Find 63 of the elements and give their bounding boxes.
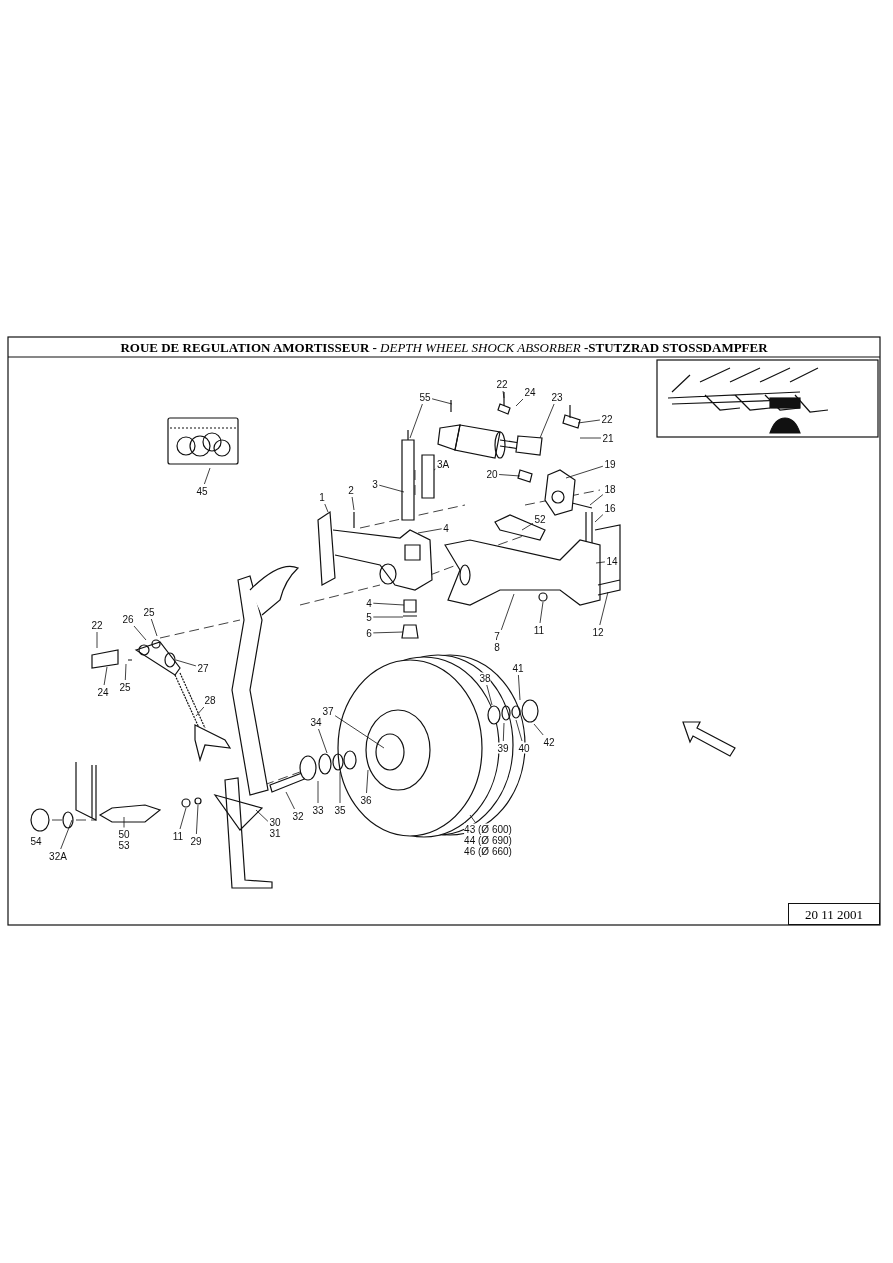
leader-line xyxy=(515,398,524,407)
callout-number: 30 xyxy=(269,817,281,828)
leader-line xyxy=(318,728,328,754)
leader-line xyxy=(498,474,521,477)
diagram-title: ROUE DE REGULATION AMORTISSEUR - DEPTH WHEEL SHOCK ABSORBER -STUTZRAD STOSSDAMPFER xyxy=(119,339,769,357)
leader-line xyxy=(515,719,523,742)
leader-line xyxy=(372,602,405,606)
leader-line xyxy=(195,706,205,717)
callout-number: 22 xyxy=(496,378,508,390)
callout-number: 43 (Ø 600) xyxy=(464,823,512,835)
leader-line xyxy=(372,631,404,634)
leader-line xyxy=(372,616,404,618)
callout-number: 46 (Ø 660) xyxy=(464,845,512,857)
leader-line xyxy=(502,722,505,742)
leader-line xyxy=(175,659,197,667)
leader-line xyxy=(204,467,211,485)
leader-line xyxy=(317,780,319,804)
leader-line xyxy=(417,528,443,534)
leader-line xyxy=(599,591,609,626)
leader-line xyxy=(339,771,341,804)
leader-line xyxy=(179,807,187,830)
leader-line xyxy=(469,814,476,823)
leader-line xyxy=(255,809,269,822)
leader-line xyxy=(433,468,436,471)
leader-line xyxy=(124,663,127,681)
callout-number: 24 xyxy=(524,386,536,398)
leader-line xyxy=(500,593,515,631)
leader-line xyxy=(285,791,295,810)
leader-line xyxy=(60,819,73,850)
leader-line xyxy=(103,666,108,686)
callout-number: 50 xyxy=(118,829,130,840)
leader-line xyxy=(96,631,98,649)
leader-line xyxy=(589,494,604,506)
leader-line xyxy=(486,684,493,706)
leader-line xyxy=(366,769,369,794)
callout-number: 44 (Ø 690) xyxy=(464,834,512,846)
date-stamp: 20 11 2001 xyxy=(788,903,880,925)
leader-line xyxy=(150,618,158,637)
leader-line xyxy=(196,804,199,835)
callout-number: 31 xyxy=(269,828,281,839)
leader-line xyxy=(539,403,555,439)
leader-line xyxy=(324,503,329,513)
leader-line xyxy=(378,484,405,493)
callout-number: 8 xyxy=(494,642,500,653)
leader-line xyxy=(409,403,423,439)
leader-line xyxy=(133,625,147,641)
leader-line xyxy=(123,816,125,828)
leader-line xyxy=(502,390,505,399)
leader-line xyxy=(334,715,385,749)
leader-line xyxy=(565,465,604,479)
leader-line xyxy=(579,437,602,439)
callout-number: 7 xyxy=(494,631,500,642)
leader-line xyxy=(521,522,534,531)
callout-number: 54 xyxy=(30,835,42,847)
leader-line xyxy=(518,674,521,701)
leader-line xyxy=(594,514,604,523)
callout-number: 53 xyxy=(118,840,130,851)
leader-line xyxy=(577,419,601,424)
leader-line xyxy=(351,496,355,511)
leader-line xyxy=(539,601,544,624)
leader-line xyxy=(595,561,606,564)
leader-line xyxy=(533,723,544,736)
leader-line xyxy=(431,398,453,405)
